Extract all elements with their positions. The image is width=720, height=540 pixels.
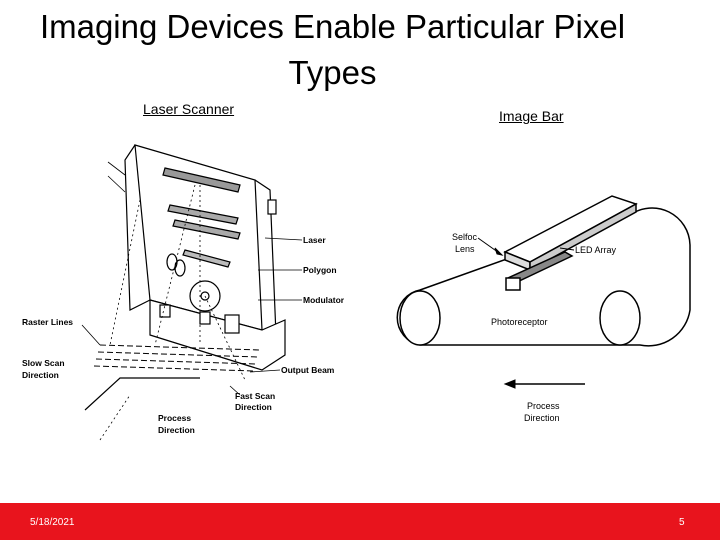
laser-callout [264,237,303,241]
footer-date: 5/18/2021 [30,517,75,528]
scanner-lens [182,249,231,268]
raster-callout [81,324,101,346]
selfoc-lens-end [505,277,521,291]
page-number: 5 [679,517,685,528]
process-direction-label-1: Process [527,401,560,411]
beam-line-3 [204,295,246,381]
slide-title: Imaging Devices Enable Particular Pixel … [0,4,665,96]
fast-scan-label-2: Direction [235,402,272,412]
page-edge [84,377,200,411]
led-array-label: LED Array [575,245,617,255]
process-direction-label-2: Direction [524,413,560,423]
belt-roller-left [399,290,441,346]
fast-scan-callout [229,385,241,396]
led-callout [559,247,575,251]
selfoc-label-1: Selfoc [452,232,478,242]
laser-scanner-label: Laser Scanner [143,101,235,117]
page-edge-dashed [99,394,131,441]
polygon-label: Polygon [303,265,337,275]
scanner-mid-rod-2 [172,219,241,240]
beam-line-4 [109,199,141,346]
belt-roller-right [599,290,641,346]
housing-callout [107,161,126,176]
scanner-foot-2 [199,311,211,325]
slow-scan-label-1: Slow Scan [22,358,65,368]
scanner-side-panel [124,144,151,311]
image-bar-label: Image Bar [499,108,564,124]
laser-label: Laser [303,235,326,245]
fast-scan-label-1: Fast Scan [235,391,275,401]
process-label-1: Process [158,413,191,423]
footer-bar: 5/18/2021 5 [0,503,720,540]
image-bar-diagram [396,195,691,347]
raster-lines-label: Raster Lines [22,317,73,327]
scanner-top-rod [162,167,241,193]
modulator-block [224,314,240,334]
scanner-base [149,299,286,371]
slide-title-line1: Imaging Devices Enable Particular Pixel [39,8,626,45]
slide-title-line2: Types [288,54,377,91]
output-beam-label: Output Beam [281,365,335,375]
scanner-mid-rod-1 [167,204,239,225]
polygon-hub [200,291,210,301]
scanner-foot-1 [159,304,171,318]
process-arrowhead [503,379,516,389]
photoreceptor-label: Photoreceptor [491,317,548,327]
output-callout [249,369,281,373]
housing-callout-2 [107,175,126,193]
scanner-right-bracket [267,199,277,215]
raster-line-4 [93,365,255,372]
modulator-label: Modulator [303,295,345,305]
process-label-2: Direction [158,425,195,435]
scanner-optic-2 [174,259,186,277]
selfoc-callout-arrow [494,247,504,256]
slow-scan-label-2: Direction [22,370,59,380]
selfoc-label-2: Lens [455,244,475,254]
